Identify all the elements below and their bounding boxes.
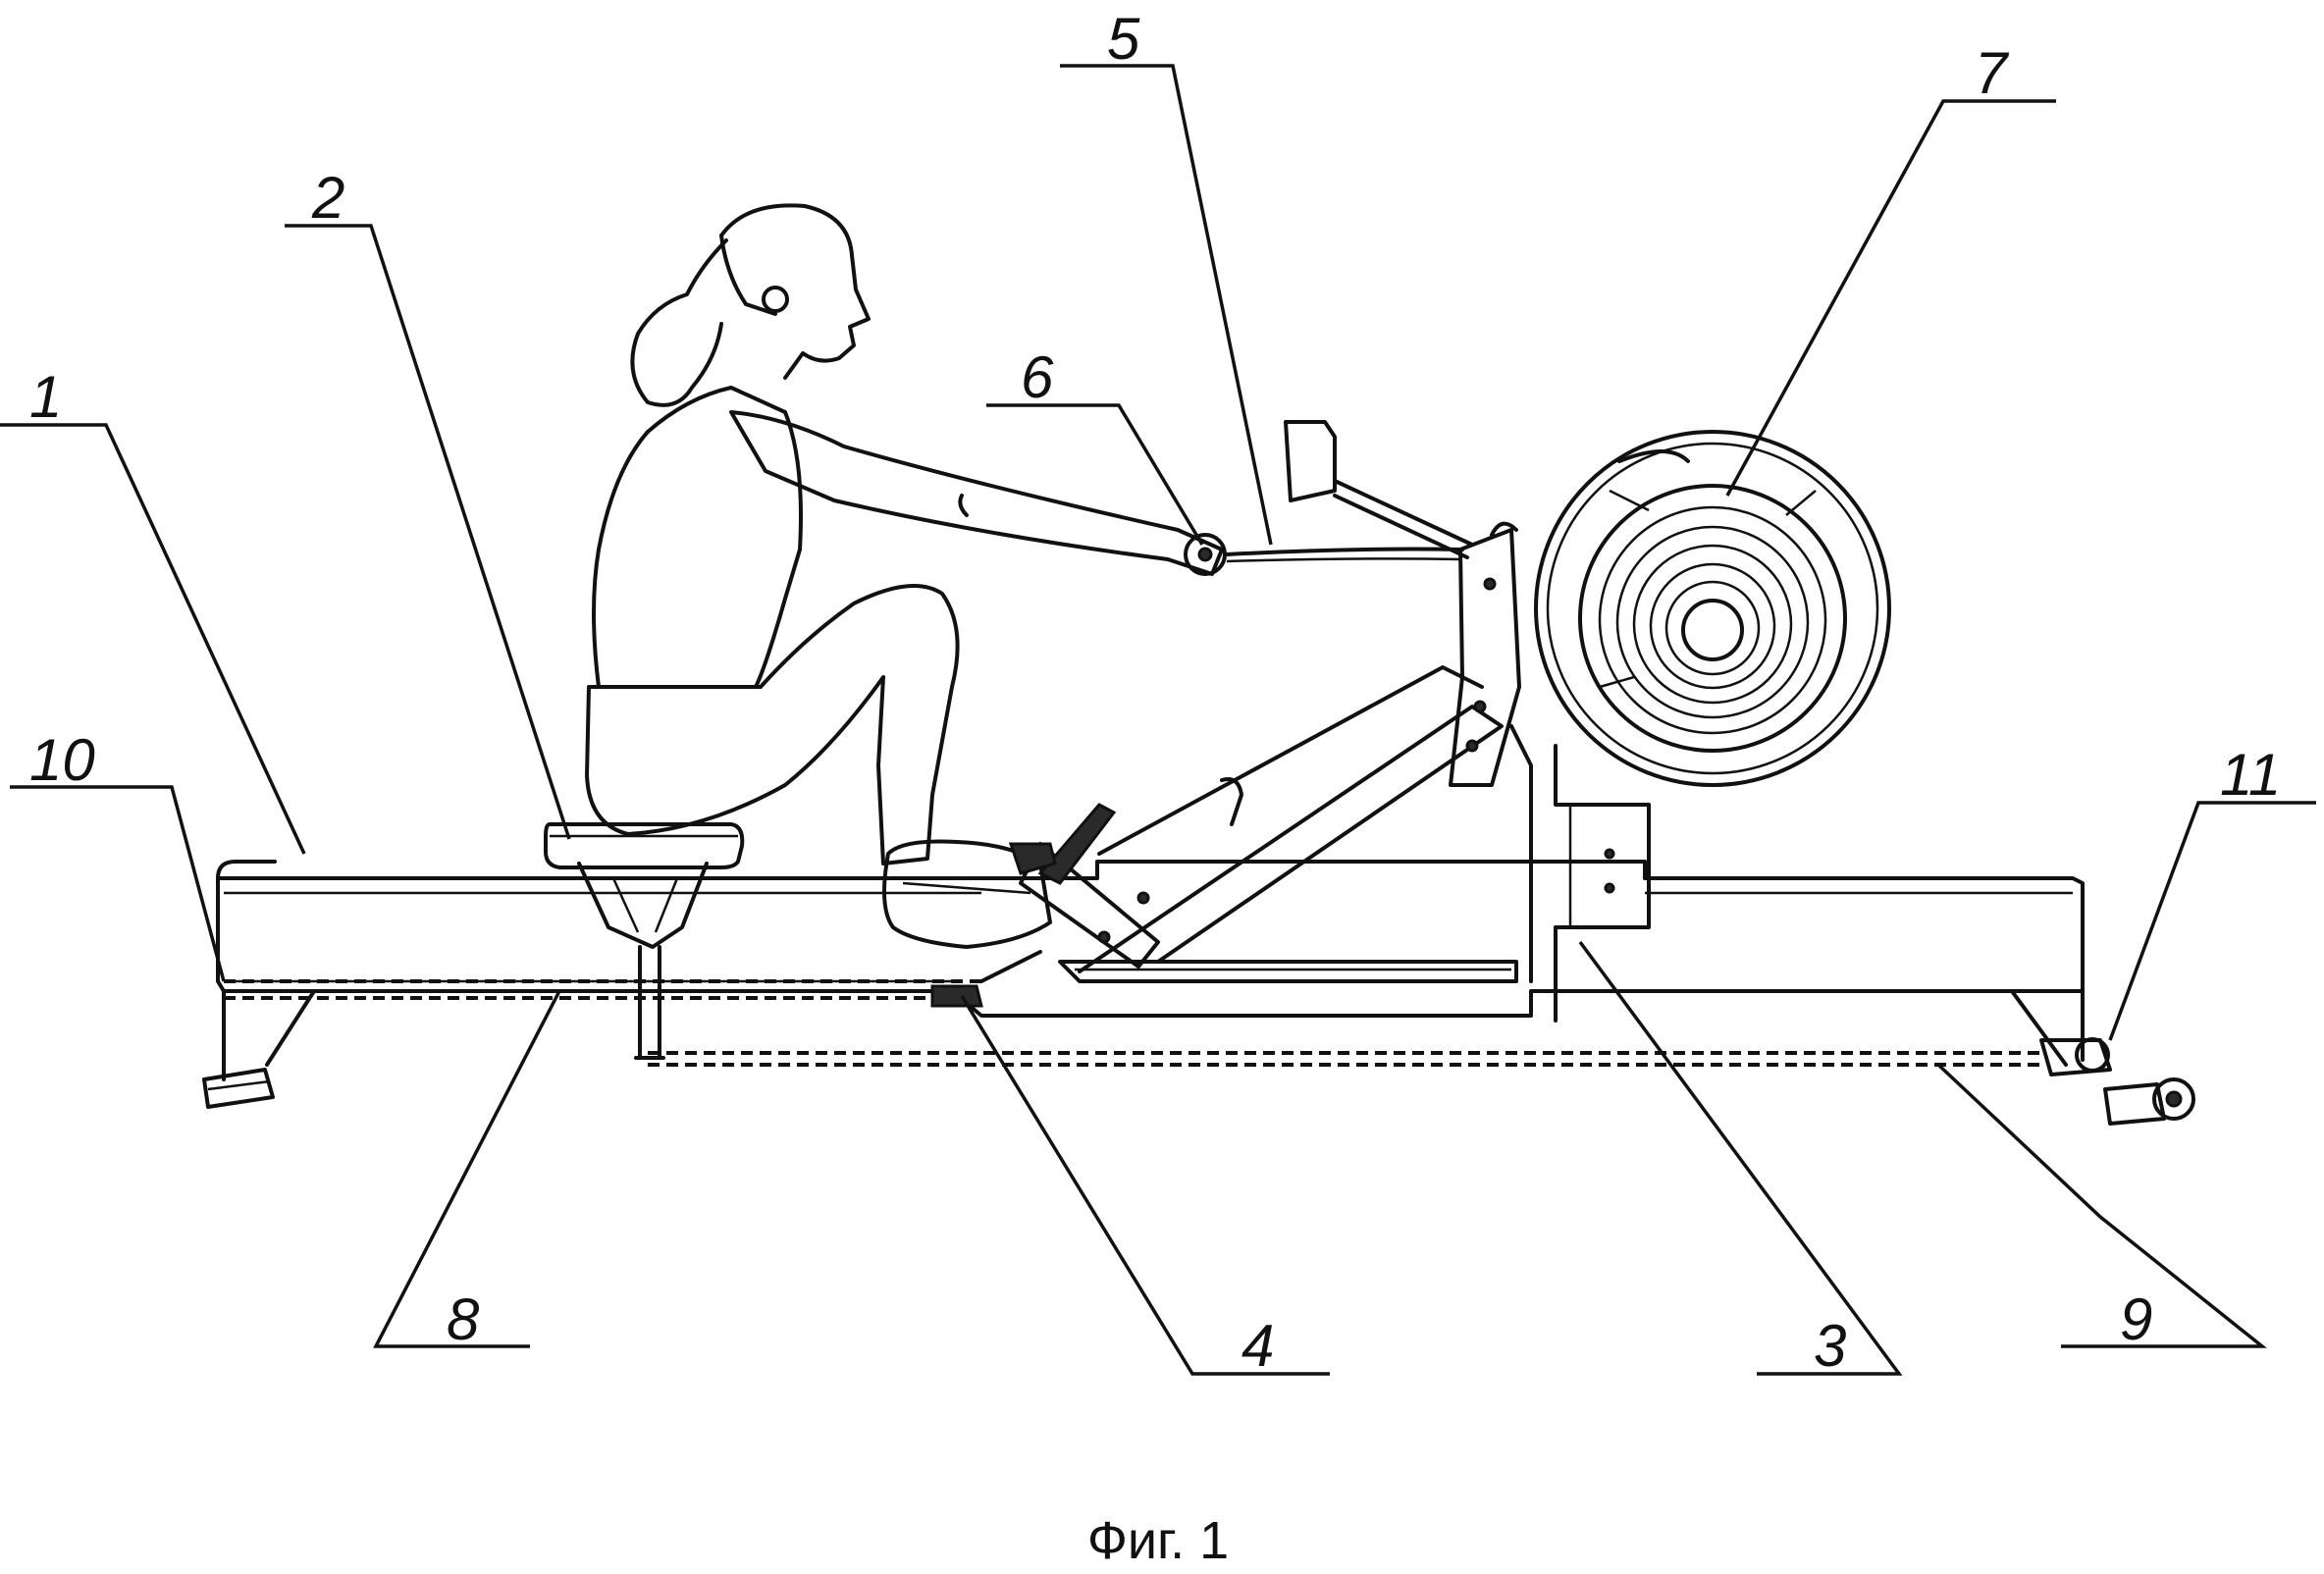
dashed-element-9: [648, 1051, 2046, 1067]
label-4: 4: [1241, 1313, 1274, 1379]
sliding-seat: [544, 822, 745, 869]
athlete-figure: [585, 203, 1464, 949]
label-9: 9: [2120, 1286, 2152, 1352]
reference-numerals: 1 2 3 4 5 6 7 8 9 10 11: [29, 6, 2281, 1379]
label-8: 8: [447, 1286, 480, 1352]
label-11: 11: [2220, 742, 2281, 808]
rowing-machine-drawing: [202, 203, 2195, 1126]
leader-line-5: [1060, 64, 1273, 546]
frame-housing: [1058, 665, 1651, 1023]
label-1: 1: [29, 364, 62, 430]
leader-line-9: [1936, 1063, 2267, 1348]
leader-line-3: [1578, 940, 1903, 1376]
front-support-leg: [202, 989, 316, 1109]
dashed-element-8: [224, 979, 981, 1000]
leader-line-6: [986, 403, 1204, 546]
label-5: 5: [1107, 6, 1140, 72]
label-10: 10: [29, 727, 95, 793]
figure-caption: Фиг. 1: [1087, 1511, 1229, 1570]
label-2: 2: [311, 165, 344, 231]
leader-line-4: [960, 995, 1330, 1376]
leader-line-7: [1725, 99, 2056, 497]
label-3: 3: [1814, 1313, 1846, 1379]
footrest: [930, 777, 1243, 1008]
leader-line-11: [2108, 801, 2316, 1041]
leader-line-1: [0, 423, 306, 855]
rear-support-leg: [2010, 989, 2195, 1126]
seat-post: [577, 862, 709, 1060]
label-6: 6: [1021, 344, 1054, 410]
leader-line-2: [285, 224, 571, 840]
rail-beam: [216, 860, 2085, 1018]
monitor-post: [1284, 420, 1521, 787]
label-7: 7: [1975, 40, 2010, 106]
leader-line-10: [10, 785, 226, 982]
leader-line-8: [373, 990, 561, 1348]
flywheel: [1534, 430, 1891, 787]
leader-lines: [0, 64, 2316, 1376]
